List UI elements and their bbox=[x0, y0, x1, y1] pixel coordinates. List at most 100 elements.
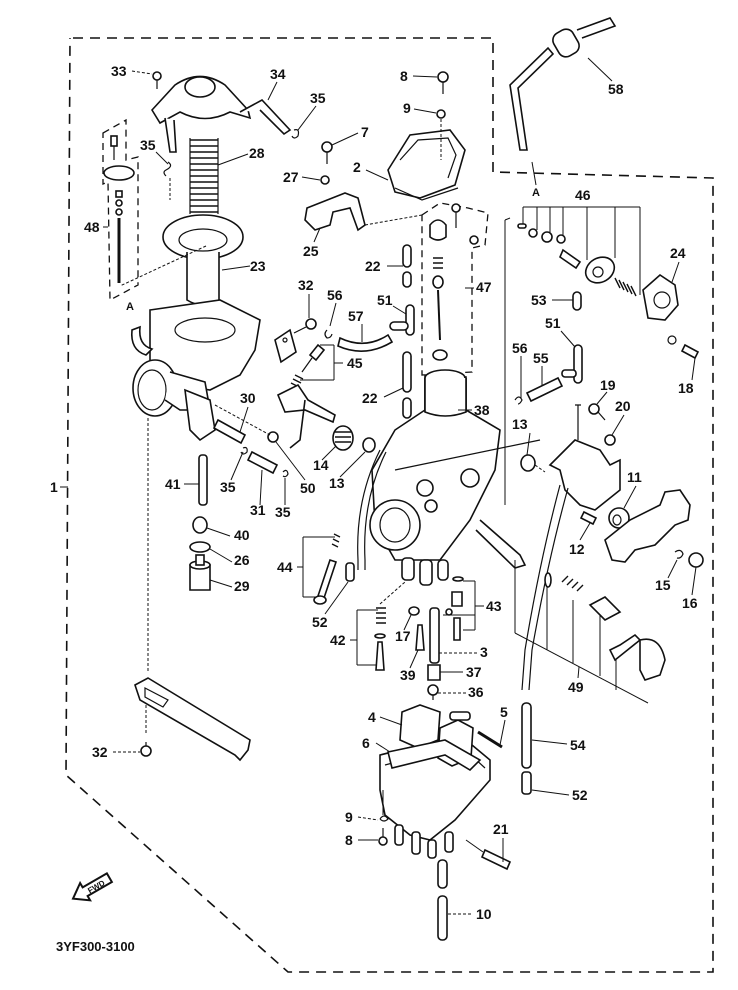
part-24-adjuster-knob bbox=[642, 273, 679, 321]
part-20-nut bbox=[604, 434, 616, 446]
part-27-washer bbox=[320, 175, 330, 185]
part-30-hose bbox=[212, 418, 247, 445]
throttle-pulley-lever bbox=[604, 489, 691, 563]
callout-22-b: 22 bbox=[362, 390, 378, 406]
callout-4: 4 bbox=[368, 709, 376, 725]
part-21-drain-screw bbox=[480, 848, 512, 871]
callout-35-a: 35 bbox=[310, 90, 326, 106]
part-19-screw bbox=[588, 403, 606, 421]
part-53-hose bbox=[572, 291, 582, 311]
callout-16: 16 bbox=[682, 595, 698, 611]
part-35-clip-lower bbox=[240, 446, 248, 455]
callout-6: 6 bbox=[362, 735, 370, 751]
part-57-hose bbox=[337, 333, 394, 352]
callout-29: 29 bbox=[234, 578, 250, 594]
callout-45: 45 bbox=[347, 355, 363, 371]
part-2-chamber-cover bbox=[387, 129, 466, 201]
part-10-drain-hose bbox=[437, 859, 448, 889]
vent-hose-long bbox=[521, 484, 569, 691]
part-55-hose bbox=[525, 376, 564, 403]
group-46-bracket bbox=[522, 206, 641, 295]
subgroup-48-box bbox=[102, 118, 139, 302]
part-52-fitting bbox=[345, 562, 355, 582]
callout-30: 30 bbox=[240, 390, 256, 406]
part-9-washer-lower bbox=[379, 815, 389, 822]
part-50-nut bbox=[267, 431, 279, 443]
callout-48: 48 bbox=[84, 219, 100, 235]
callout-24: 24 bbox=[670, 245, 686, 261]
part-17-jet bbox=[408, 606, 420, 616]
part-8-screw-lower bbox=[378, 828, 388, 846]
subgroup-47-box bbox=[421, 202, 489, 376]
callout-9-b: 9 bbox=[345, 809, 353, 825]
part-13-bushing-right bbox=[520, 454, 536, 472]
callout-32-a: 32 bbox=[298, 277, 314, 293]
callout-43: 43 bbox=[486, 598, 502, 614]
part-6-gasket bbox=[387, 739, 482, 772]
callout-10: 10 bbox=[476, 906, 492, 922]
part-35-clip bbox=[291, 129, 300, 139]
callout-36: 36 bbox=[468, 684, 484, 700]
callout-18: 18 bbox=[678, 380, 694, 396]
part-23-piston-diaphragm bbox=[162, 214, 244, 306]
fwd-direction-arrow-icon: FWD bbox=[71, 871, 114, 902]
part-47-needle-assembly bbox=[429, 203, 479, 361]
part-51-t-joint-right bbox=[561, 344, 583, 384]
part-12-screw bbox=[579, 510, 598, 526]
callout-3: 3 bbox=[480, 644, 488, 660]
part-25-bracket bbox=[304, 192, 366, 232]
part-22-hose bbox=[402, 244, 412, 419]
callout-55: 55 bbox=[533, 350, 549, 366]
callout-51-b: 51 bbox=[545, 315, 561, 331]
callout-27: 27 bbox=[283, 169, 299, 185]
part-56-clip bbox=[324, 329, 333, 339]
part-35-clip-right bbox=[282, 469, 289, 478]
callout-22-a: 22 bbox=[365, 258, 381, 274]
callout-31: 31 bbox=[250, 502, 266, 518]
part-34-top-cover bbox=[151, 75, 292, 153]
part-32-screw bbox=[293, 318, 317, 334]
part-5-pin bbox=[477, 730, 503, 749]
callout-19: 19 bbox=[600, 377, 616, 393]
part-26-washer bbox=[189, 541, 211, 553]
part-52-fitting-right bbox=[521, 771, 532, 795]
callout-14: 14 bbox=[313, 457, 329, 473]
callout-8-a: 8 bbox=[400, 68, 408, 84]
part-44-screw-spring bbox=[313, 533, 341, 605]
part-37-main-jet bbox=[427, 664, 441, 681]
part-13-bushing bbox=[362, 437, 376, 453]
callout-38: 38 bbox=[474, 402, 490, 418]
group-49-bracket bbox=[514, 560, 649, 704]
callout-20: 20 bbox=[615, 398, 631, 414]
part-41-pilot-screw bbox=[198, 454, 208, 506]
part-42-needle-valve bbox=[374, 607, 386, 671]
callout-11: 11 bbox=[627, 469, 642, 485]
callout-34: 34 bbox=[270, 66, 286, 82]
callout-15: 15 bbox=[655, 577, 671, 593]
diagram-reference-code: 3YF300-3100 bbox=[56, 939, 135, 954]
part-33-screw bbox=[152, 71, 162, 89]
part-36-plug bbox=[427, 684, 439, 700]
callout-46: 46 bbox=[575, 187, 591, 203]
part-16-cap bbox=[688, 552, 704, 568]
part-49-starter-plunger bbox=[544, 572, 666, 681]
callout-2: 2 bbox=[353, 159, 361, 175]
part-plate-link bbox=[274, 328, 297, 364]
assembly-1-callout: 1 bbox=[50, 479, 68, 495]
callout-41: 41 bbox=[165, 476, 181, 492]
callout-56-b: 56 bbox=[512, 340, 528, 356]
part-38-cylinder bbox=[424, 378, 467, 417]
callout-39: 39 bbox=[400, 667, 416, 683]
assembly-boundary bbox=[65, 37, 714, 973]
connection-marker-a-right: A bbox=[532, 187, 540, 199]
part-54-hose bbox=[521, 702, 532, 769]
callout-35-b: 35 bbox=[140, 137, 156, 153]
callout-1: 1 bbox=[50, 479, 58, 495]
callout-23: 23 bbox=[250, 258, 266, 274]
part-40-jet bbox=[192, 516, 208, 534]
part-8-screw-top bbox=[437, 71, 449, 94]
part-58-vent-pipe bbox=[509, 17, 617, 151]
part-washer-18 bbox=[667, 335, 677, 345]
callout-28: 28 bbox=[249, 145, 265, 161]
fuel-hose-left bbox=[357, 449, 387, 570]
